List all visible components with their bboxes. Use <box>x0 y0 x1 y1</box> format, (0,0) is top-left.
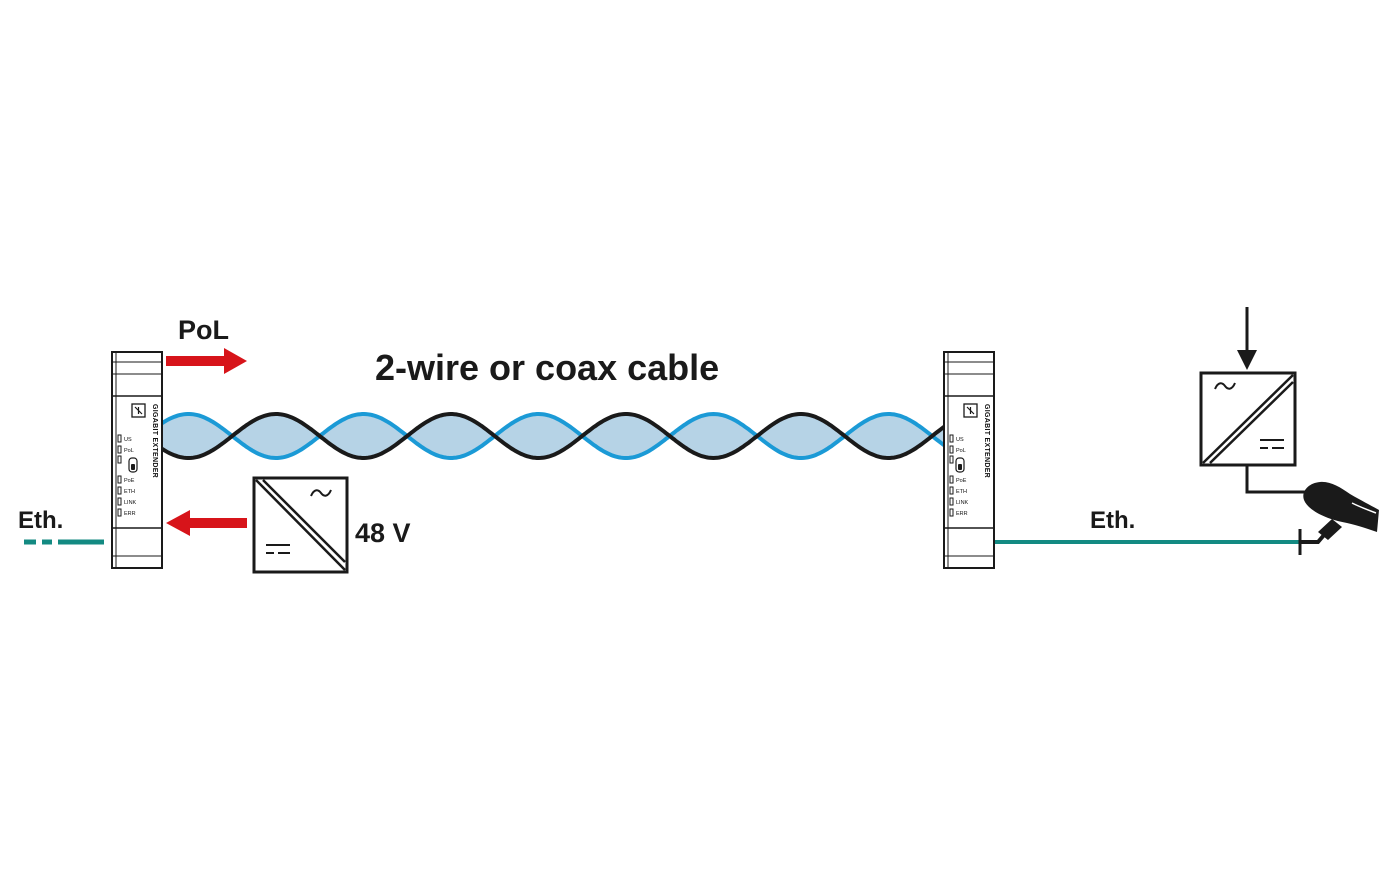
led-err-label: ERR <box>124 511 136 517</box>
led-eth-label: ETH <box>124 489 135 495</box>
pol-arrow-right-icon <box>166 348 247 374</box>
camera-icon <box>1298 481 1379 555</box>
gigabit-extender-right: GIGABIT EXTENDER US PoL PoE ETH LINK ERR <box>943 351 995 569</box>
led-poe-label: PoE <box>124 478 135 484</box>
pol-label: PoL <box>178 315 229 345</box>
led-err-label: ERR <box>956 511 968 517</box>
led-us-label: US <box>124 437 132 443</box>
led-link-label: LINK <box>956 500 969 506</box>
gigabit-extender-left: GIGABIT EXTENDER US PoL PoE ETH LINK ERR <box>111 351 163 569</box>
eth-label-right: Eth. <box>1090 507 1135 534</box>
device-name-left: GIGABIT EXTENDER <box>151 404 158 478</box>
mains-input-arrow-icon <box>1237 350 1257 370</box>
eth-label-left: Eth. <box>18 507 63 534</box>
device-name-right: GIGABIT EXTENDER <box>983 404 990 478</box>
led-eth-label: ETH <box>956 489 967 495</box>
cable-wire-black <box>158 412 947 461</box>
led-poe-label: PoE <box>956 478 967 484</box>
led-us-label: US <box>956 437 964 443</box>
ac-symbol-icon <box>1214 382 1236 390</box>
dc-symbol-icon <box>266 544 290 554</box>
led-pol-label: PoL <box>956 448 966 454</box>
cable-label: 2-wire or coax cable <box>375 347 719 388</box>
power-arrow-left-icon <box>166 510 247 536</box>
power-supply-48v <box>252 476 349 574</box>
voltage-label: 48 V <box>355 518 411 548</box>
ac-symbol-icon <box>310 489 332 497</box>
led-link-label: LINK <box>124 500 137 506</box>
led-pol-label: PoL <box>124 448 134 454</box>
twisted-cable <box>158 411 947 461</box>
power-supply-right <box>1199 307 1306 494</box>
cable-wire-blue <box>158 411 947 460</box>
dc-symbol-icon <box>1260 439 1284 449</box>
cable-fill <box>160 414 945 458</box>
